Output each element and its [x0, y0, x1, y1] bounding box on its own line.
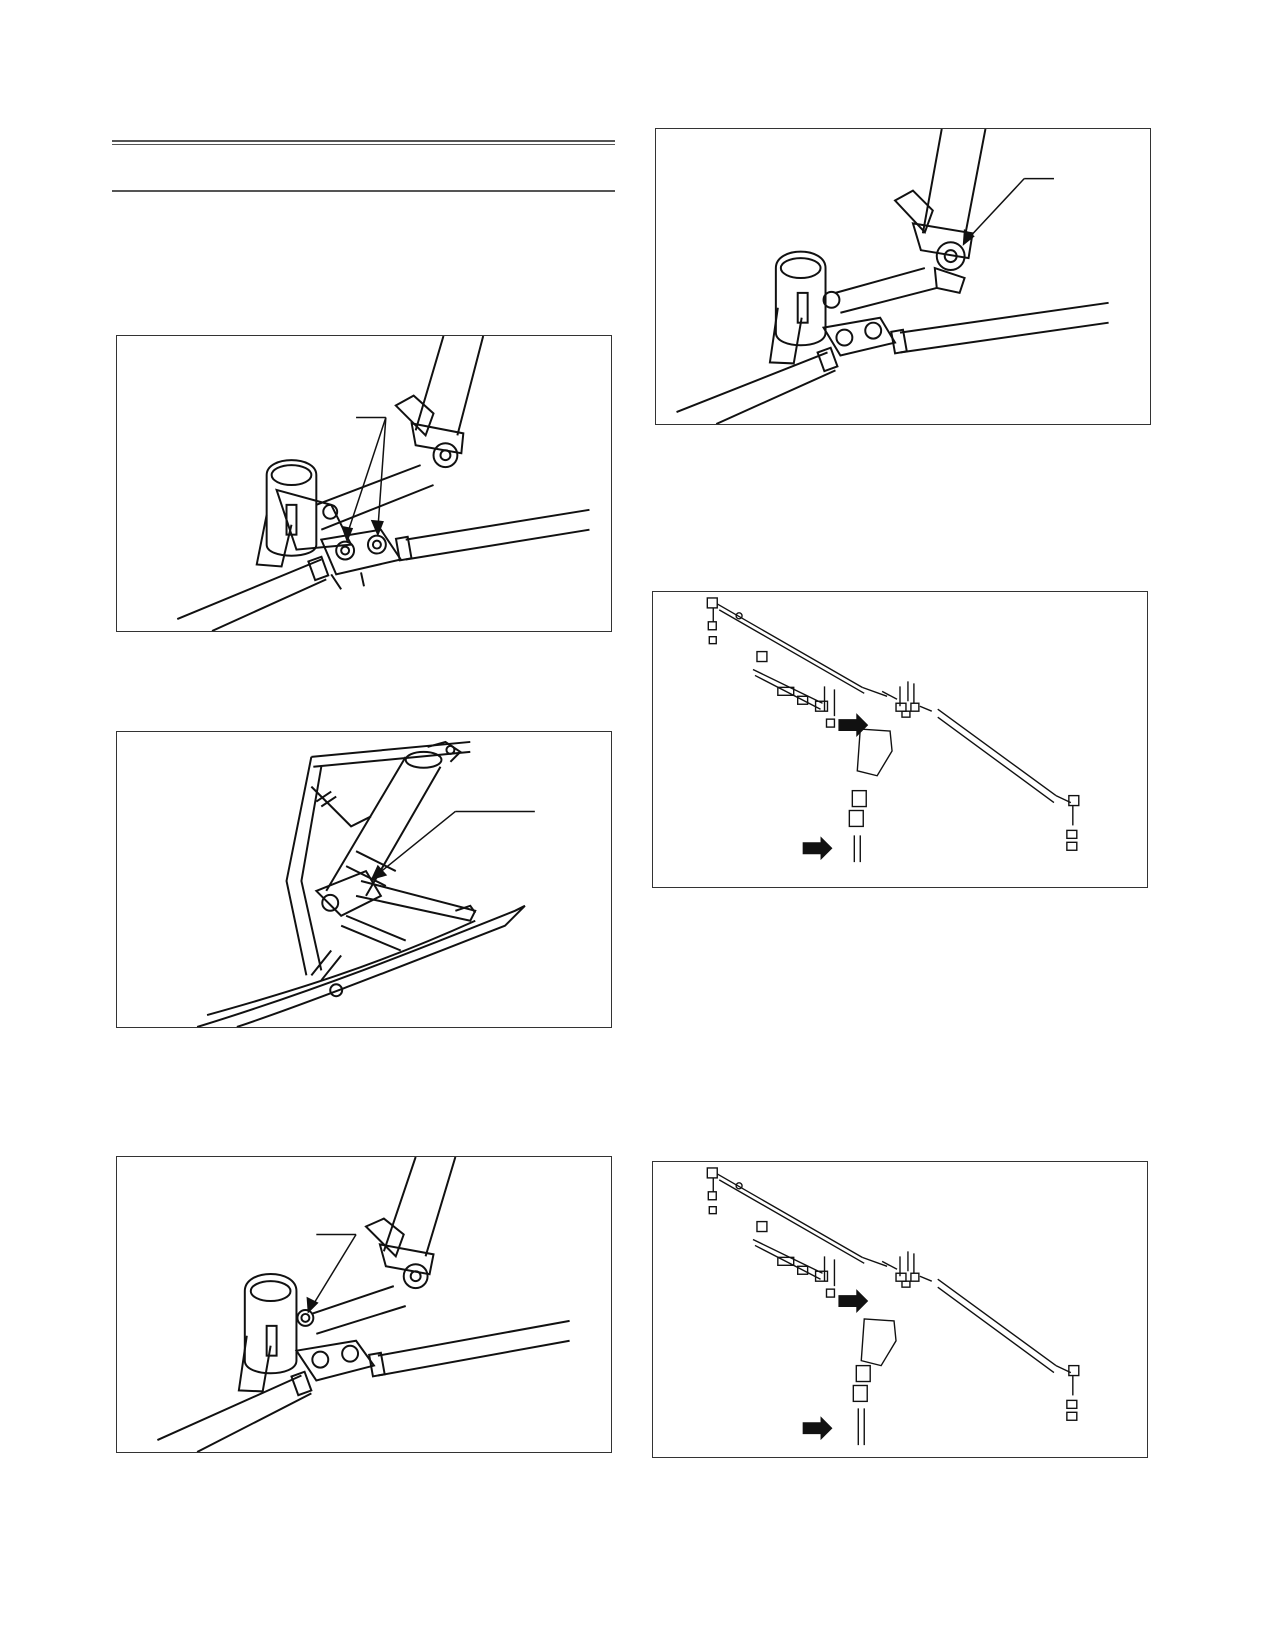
steering-arm-bolt-illustration — [156, 1157, 570, 1452]
header-rule-top — [112, 140, 615, 142]
figure-spindle-bolt — [655, 128, 1151, 425]
figure-shock-lower-mount — [116, 731, 612, 1028]
figure-steering-arm-bolt — [116, 1156, 612, 1453]
figure-steering-exploded-1 — [652, 591, 1148, 888]
tie-rod-bolts-illustration — [176, 336, 590, 631]
steering-exploded-view-illustration — [706, 1167, 1080, 1446]
figure-tie-rod-bolts — [116, 335, 612, 632]
figure-steering-exploded-2 — [652, 1161, 1148, 1458]
header-rule-bottom — [112, 190, 615, 192]
header-rule-top-thin — [112, 144, 615, 145]
shock-lower-mount-illustration — [196, 740, 535, 1027]
steering-exploded-view-illustration — [706, 597, 1080, 863]
spindle-bolt-illustration — [676, 129, 1109, 424]
